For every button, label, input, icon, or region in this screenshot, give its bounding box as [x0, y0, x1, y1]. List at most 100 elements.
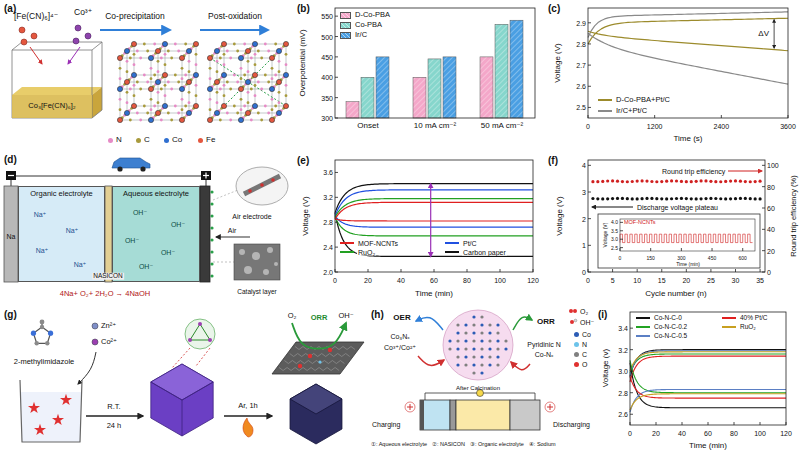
orr-arrow: [292, 323, 346, 349]
data-line: [630, 377, 786, 399]
tick-mark: [434, 269, 435, 272]
tick-label: 100: [754, 430, 766, 437]
atom: [504, 339, 507, 342]
text-label: MOF-NCNTs: [624, 220, 655, 226]
ligand-atom: [136, 112, 139, 115]
process-arrow: [200, 29, 268, 31]
tick-label: 300: [677, 255, 685, 260]
atom: [480, 339, 483, 342]
data-dot: [675, 179, 678, 182]
ligand-atom: [219, 119, 222, 122]
tick-mark: [588, 22, 591, 23]
metal-atom: [148, 86, 153, 91]
text-label: Air electrode: [232, 213, 271, 220]
atom: [496, 339, 499, 342]
atom: [472, 315, 475, 318]
catalyst-dot: [210, 214, 213, 217]
metal-atom: [124, 48, 129, 53]
atom: [480, 323, 483, 326]
ligand-atom: [133, 53, 136, 56]
ligand-atom: [188, 60, 191, 63]
data-line: [630, 350, 786, 377]
bond-line: [217, 113, 248, 114]
oer-arrow: [418, 356, 444, 365]
text-label: 2-methylimidazole: [14, 358, 74, 366]
bond-line: [217, 51, 218, 82]
circuit-wire: [11, 176, 206, 177]
metal-atom: [283, 103, 288, 108]
ligand-atom: [184, 43, 187, 46]
text-label: OH⁻: [125, 237, 139, 244]
flame-icon: [243, 418, 253, 437]
tick-label: 100: [494, 277, 506, 284]
data-dot: [758, 197, 761, 200]
text-label: ③: Organic electrolyte: [470, 442, 524, 448]
zif-cage: [185, 319, 215, 349]
legend-label: Fe: [205, 136, 216, 144]
bond-line: [158, 51, 159, 82]
metal-atom: [207, 55, 212, 60]
legend-label: Co-N-C-0.2: [653, 324, 688, 331]
tick-label: 0: [628, 430, 632, 437]
data-dot: [719, 180, 722, 183]
data-dot: [734, 197, 737, 200]
ligand-atom: [223, 53, 226, 56]
metal-atom: [198, 322, 202, 326]
text-label: Time (min): [676, 261, 700, 266]
ion-dot: [31, 33, 37, 39]
ligand-atom: [229, 119, 232, 122]
catalyst-dot: [210, 226, 213, 229]
bond-line: [134, 44, 135, 75]
data-dot: [621, 197, 624, 200]
bond-line: [210, 89, 241, 90]
plot-frame: [588, 160, 765, 272]
orr-arrow: [511, 362, 530, 370]
ligand-atom: [129, 119, 132, 122]
bond-line: [127, 51, 158, 52]
lattice-line: [279, 368, 339, 371]
line-sample: [636, 335, 650, 337]
bond-line: [120, 58, 151, 59]
tick-label: 450: [708, 255, 716, 260]
nasicon-band: [105, 186, 112, 282]
tick-label: 2.0: [323, 269, 333, 276]
tick-mark: [335, 172, 338, 173]
hydroxide-icon: [570, 320, 574, 324]
metal-atom: [124, 110, 129, 115]
atom: [472, 323, 475, 326]
ligand-atom: [119, 67, 122, 70]
atom: [488, 347, 491, 350]
gap-arrow: [430, 184, 431, 257]
ligand-atom: [157, 91, 160, 94]
tick-mark: [620, 239, 623, 240]
pointer-arrow: [728, 171, 762, 172]
bond-line: [182, 89, 183, 120]
tick-label: 15: [658, 277, 666, 284]
tick-label: 30: [732, 277, 740, 284]
bond-line: [120, 58, 121, 89]
tick-label: 80: [730, 430, 738, 437]
sem-texture: [239, 249, 245, 255]
bar: [510, 20, 523, 118]
legend-label: O: [581, 361, 588, 368]
metal-atom: [155, 79, 160, 84]
ligand-atom: [226, 112, 229, 115]
data-line: [630, 356, 786, 382]
legend-dot: [108, 138, 113, 143]
bond-line: [120, 89, 121, 120]
atom: [45, 341, 49, 345]
tick-mark: [588, 115, 589, 118]
tick-mark: [760, 269, 761, 272]
data-dot: [729, 197, 732, 200]
atom: [472, 363, 475, 366]
tick-label: 0: [767, 269, 771, 276]
atom: [456, 323, 459, 326]
tick-label: 3: [582, 189, 586, 196]
text-label: ①: Aqueous electrolyte: [371, 442, 427, 448]
ligand-atom: [164, 53, 167, 56]
legend-dot: [198, 138, 203, 143]
nucleation-star: [34, 424, 46, 435]
beaker-outline: [12, 50, 92, 118]
ligand-atom: [195, 84, 198, 87]
data-dot: [695, 180, 698, 183]
